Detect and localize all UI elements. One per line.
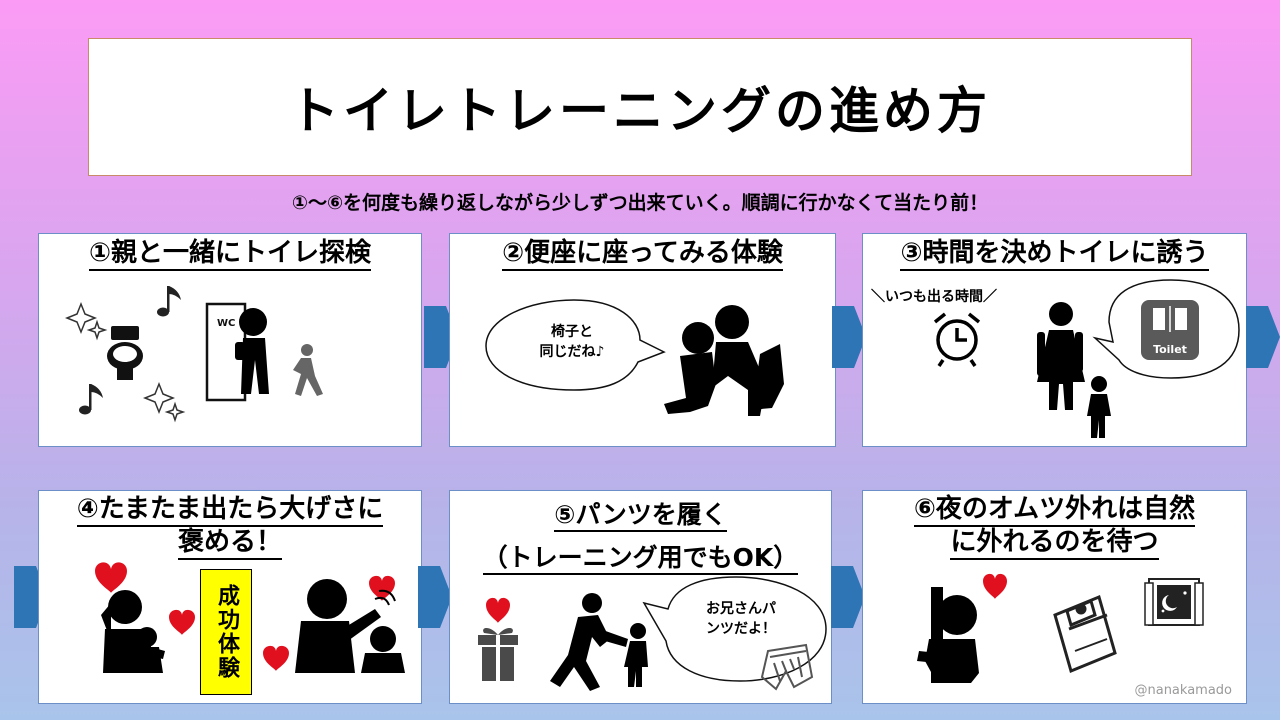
arrow-icon — [1246, 306, 1280, 368]
step-6-title: ⑥夜のオムツ外れは自然 に外れるのを待つ — [863, 493, 1246, 561]
toilet-sign-icon: Toilet — [1141, 300, 1199, 360]
svg-text:Toilet: Toilet — [1153, 343, 1187, 356]
walking-person-icon — [293, 344, 323, 396]
heart-icon — [486, 597, 510, 623]
night-window-icon — [1144, 578, 1204, 626]
parent-child-icon — [550, 593, 648, 691]
bubble-text: 椅子と 同じだね♪ — [539, 324, 605, 361]
step-3-title: ③時間を決めトイレに誘う — [863, 238, 1246, 271]
underwear-icon — [760, 643, 814, 691]
arrow-icon — [831, 566, 865, 628]
credit-text: @nanakamado — [1134, 683, 1232, 698]
step-panel-4: ④たまたま出たら大げさに 褒める！ 成功体験 — [38, 490, 422, 704]
step-panel-1: ①親と一緒にトイレ探検 WC — [38, 233, 422, 447]
heart-icon — [95, 562, 395, 671]
step-2-illustration — [485, 299, 784, 416]
success-badge: 成功体験 — [200, 569, 252, 695]
step-4-title: ④たまたま出たら大げさに 褒める！ — [39, 493, 421, 561]
subtitle: ①～⑥を何度も繰り返しながら少しずつ出来ていく。順調に行かなくて当たり前！ — [291, 192, 989, 214]
gift-box-icon — [478, 628, 518, 681]
step-1-illustration: WC — [64, 286, 323, 423]
hugging-figures-icon — [101, 590, 165, 673]
step-2-title: ②便座に座ってみる体験 — [450, 238, 835, 271]
step-5-title: ⑤パンツを履く （トレーニング用でもOK） — [450, 493, 831, 579]
praising-figures-icon — [295, 579, 405, 673]
bed-icon — [1053, 594, 1117, 674]
step-4-illustration — [95, 562, 405, 673]
step-panel-6: ⑥夜のオムツ外れは自然 に外れるのを待つ — [862, 490, 1247, 704]
step-1-title: ①親と一緒にトイレ探検 — [39, 238, 421, 271]
mother-child-icon — [1037, 302, 1111, 438]
step-panel-3: ③時間を決めトイレに誘う ＼いつも出る時間／ Toilet — [862, 233, 1247, 447]
step-6-illustration — [917, 573, 1204, 683]
speech-bubble-icon — [485, 299, 666, 391]
arrow-icon — [832, 306, 866, 368]
toilet-icon — [107, 326, 143, 380]
heart-icon — [983, 573, 1007, 599]
alarm-clock-icon — [933, 312, 981, 367]
arrow-icon — [418, 566, 452, 628]
step-panel-5: ⑤パンツを履く （トレーニング用でもOK） お兄さんパ — [449, 490, 832, 704]
sitting-figures-icon — [664, 305, 784, 416]
step-5-illustration — [478, 576, 827, 691]
step-panel-2: ②便座に座ってみる体験 椅子と 同じだね♪ — [449, 233, 836, 447]
title-box: トイレトレーニングの進め方 — [88, 38, 1192, 176]
svg-text:WC: WC — [217, 318, 235, 329]
sparkle-icon — [64, 301, 186, 423]
music-note-icon — [79, 286, 181, 415]
bubble-text: お兄さんパ ンツだよ！ — [706, 601, 776, 638]
time-note: ＼いつも出る時間／ — [871, 289, 997, 305]
adult-figure-icon — [235, 308, 269, 394]
page-title: トイレトレーニングの進め方 — [289, 82, 991, 140]
child-at-door-icon — [917, 587, 979, 683]
step-3-illustration: Toilet — [933, 279, 1240, 438]
